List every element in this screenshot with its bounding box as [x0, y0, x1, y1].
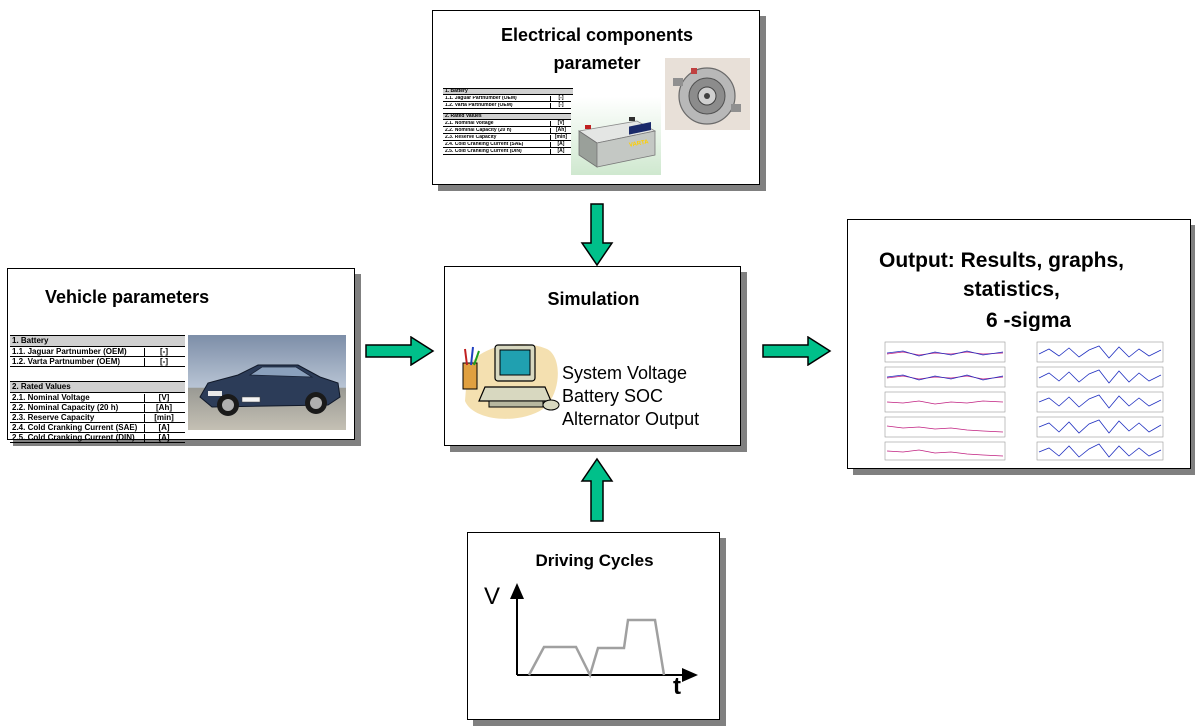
simulation-box: Simulation System Voltage Battery SOC Al… [444, 266, 741, 446]
arrow-right-simulation-to-output [762, 336, 832, 366]
simulation-item-battery-soc: Battery SOC [562, 386, 664, 406]
simulation-item-system-voltage: System Voltage [562, 363, 688, 383]
table-section: 1. Battery [10, 335, 185, 347]
table-row: 2.2. Nominal Capacity (20 h)[Ah] [10, 403, 185, 413]
driving-y-axis-label: V [484, 583, 501, 610]
table-row: 2.3. Reserve Capacity[min] [10, 413, 185, 423]
output-box: Output: Results, graphs, statistics, 6 -… [847, 219, 1191, 469]
driving-cycles-box: Driving Cycles V t [467, 532, 720, 720]
table-section: 2. Rated Values [443, 113, 573, 120]
table-row: 2.2. Nominal Capacity (20 h)[Ah] [443, 127, 573, 134]
electrical-title-line2: parameter [553, 53, 641, 73]
output-title-line3: 6 -sigma [986, 309, 1072, 331]
table-row: 1.1. Jaguar Partnumber (OEM)[-] [443, 95, 573, 102]
driving-title: Driving Cycles [535, 551, 654, 570]
vehicle-title: Vehicle parameters [45, 287, 210, 307]
table-row: 2.5. Cold Cranking Current (DIN)[A] [10, 433, 185, 443]
simulation-title: Simulation [547, 289, 640, 309]
table-row: 1.2. Varta Partnumber (OEM)[-] [10, 357, 185, 367]
table-row: 2.3. Reserve Capacity[min] [443, 134, 573, 141]
arrow-up-driving-to-simulation [580, 457, 614, 522]
table-section: 2. Rated Values [10, 381, 185, 393]
battery-image: VARTA [571, 97, 661, 175]
car-image [188, 335, 346, 430]
table-row: 1.2. Varta Partnumber (OEM)[-] [443, 102, 573, 109]
vehicle-parameter-table: 1. Battery 1.1. Jaguar Partnumber (OEM)[… [10, 335, 185, 443]
table-row: 2.1. Nominal Voltage[V] [10, 393, 185, 403]
vehicle-parameters-box: Vehicle parameters 1. Battery 1.1. Jagua… [7, 268, 355, 443]
table-row: 2.4. Cold Cranking Current (SAE)[A] [443, 141, 573, 148]
arrow-right-vehicle-to-simulation [365, 336, 435, 366]
computer-icon [459, 335, 564, 425]
simulation-item-alternator-output: Alternator Output [562, 409, 700, 429]
electrical-parameter-table: 1. Battery 1.1. Jaguar Partnumber (OEM)[… [443, 88, 573, 155]
driving-cycle-plot [510, 583, 698, 682]
results-graphs [873, 340, 1169, 464]
electrical-title-line1: Electrical components [500, 25, 694, 45]
driving-x-axis-label: t [673, 673, 681, 700]
table-row: 1.1. Jaguar Partnumber (OEM)[-] [10, 347, 185, 357]
table-section: 1. Battery [443, 88, 573, 95]
alternator-image [665, 58, 750, 130]
arrow-down-electrical-to-simulation [580, 203, 614, 267]
output-title-line2: statistics, [963, 278, 1060, 301]
table-row: 2.5. Cold Cranking Current (DIN)[A] [443, 148, 573, 155]
electrical-components-box: Electrical components parameter 1. Batte… [432, 10, 760, 185]
output-title-line1: Output: Results, graphs, [879, 249, 1125, 272]
driving-cycle-line [527, 618, 666, 679]
table-row: 2.4. Cold Cranking Current (SAE)[A] [10, 423, 185, 433]
table-row: 2.1. Nominal Voltage[V] [443, 120, 573, 127]
